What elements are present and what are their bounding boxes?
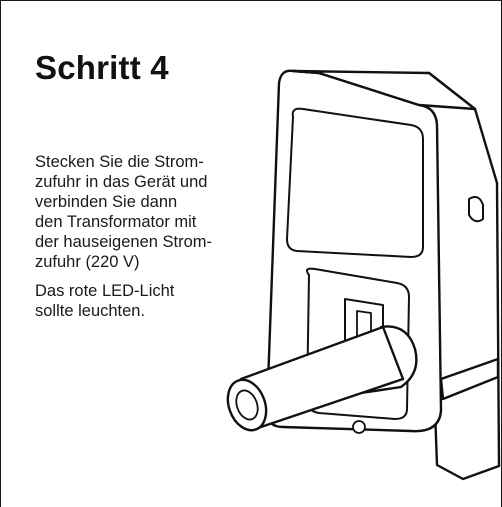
power-adapter-device-illustration-icon [226, 69, 501, 481]
instruction-line: der hauseigenen Strom- [35, 233, 213, 251]
instruction-line: den Transformator mit [35, 213, 197, 231]
instruction-paragraph: Stecken Sie die Strom- zufuhr in das Ger… [35, 152, 265, 272]
led-hint-line: Das rote LED-Licht [35, 282, 175, 300]
cable-end-inner [235, 389, 259, 421]
step-title: Schritt 4 [35, 49, 169, 86]
step-instructions: Stecken Sie die Strom- zufuhr in das Ger… [35, 152, 265, 321]
device-knob [468, 196, 484, 223]
display-window [286, 107, 424, 258]
instruction-line: Stecken Sie die Strom- [35, 153, 204, 171]
led-hint-paragraph: Das rote LED-Licht sollte leuchten. [35, 281, 265, 321]
screw-detail [352, 420, 366, 434]
instruction-line: zufuhr in das Gerät und [35, 173, 208, 191]
led-hint-line: sollte leuchten. [35, 302, 146, 320]
device-side-band [439, 357, 500, 401]
device-top-bevel [291, 69, 477, 111]
instruction-line: zufuhr (220 V) [35, 253, 140, 271]
instruction-line: verbinden Sie dann [35, 193, 178, 211]
